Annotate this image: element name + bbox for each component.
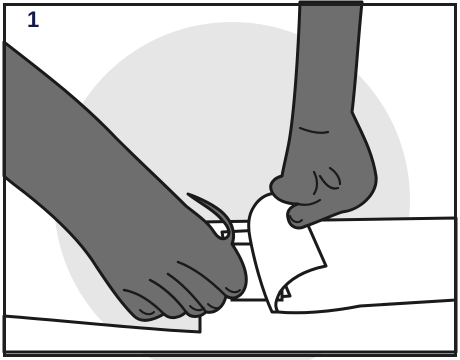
step-number-label: 1 — [27, 9, 39, 31]
